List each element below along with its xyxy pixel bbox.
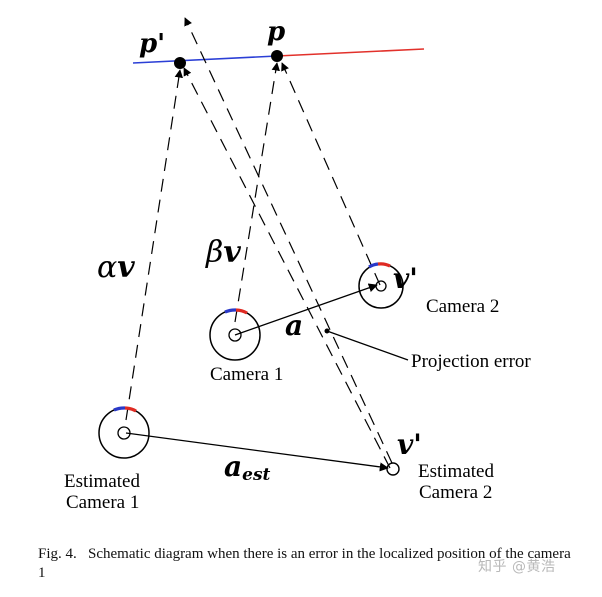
- camera2-fov-blue: [368, 262, 379, 269]
- camera2-symbol: [358, 262, 404, 309]
- image-line-blue-segment: [132, 55, 278, 64]
- estimated-camera1-outer-ring: [98, 407, 150, 459]
- label-estimated-camera2-line1: Estimated: [418, 461, 494, 482]
- estimated-camera1-fov-red: [124, 406, 137, 413]
- label-estimated-camera2-line2: Camera 2: [419, 482, 492, 503]
- image-line-red-segment: [276, 48, 425, 57]
- label-p-prime: p': [139, 29, 165, 59]
- figure-caption: Fig. 4. Schematic diagram when there is …: [38, 545, 578, 583]
- label-beta: β: [205, 235, 223, 270]
- label-camera1: Camera 1: [210, 364, 283, 385]
- label-estimated-camera1-line2: Camera 1: [66, 492, 139, 513]
- label-alpha-vector: v: [117, 250, 135, 285]
- watermark-text: 知乎 @黄浩: [478, 559, 556, 575]
- camera1-center: [228, 328, 242, 342]
- caption-text: Schematic diagram when there is an error…: [38, 546, 571, 581]
- vector-a-line: [234, 283, 378, 336]
- label-camera2: Camera 2: [426, 296, 499, 317]
- estimated-camera1-fov-blue: [113, 406, 126, 412]
- camera1-fov-red: [235, 308, 248, 315]
- ray-estimated-camera2-to-p-prime: [183, 67, 391, 469]
- point-p-dot: [271, 50, 283, 62]
- label-p: p: [267, 17, 285, 47]
- ray-camera2-to-p: [281, 62, 381, 286]
- label-alpha-v: αv: [97, 250, 135, 285]
- label-beta-vector: v: [223, 235, 241, 270]
- projection-error-leader: [326, 330, 409, 361]
- camera1-fov-blue: [224, 308, 237, 314]
- camera2-fov-red: [377, 262, 391, 268]
- label-v-prime-camera2: v': [393, 262, 418, 295]
- ray-estimated-v-prime-up: [184, 17, 393, 464]
- ray-beta-v: [234, 62, 280, 323]
- label-alpha: α: [97, 250, 117, 285]
- camera2-center: [375, 280, 387, 292]
- ray-alpha-v: [125, 69, 183, 421]
- caption-fig-label: Fig. 4.: [38, 546, 77, 562]
- vector-a-est-line: [125, 432, 389, 472]
- label-a-est-main: a: [224, 450, 242, 483]
- label-a-est-sub: est: [242, 465, 270, 485]
- label-estimated-camera1-line1: Estimated: [64, 471, 140, 492]
- label-projection-error: Projection error: [411, 351, 531, 372]
- estimated-camera1-center: [117, 426, 131, 440]
- diagram-canvas: p' p αv βv v' Camera 2 a Projection erro…: [64, 17, 531, 513]
- camera1-symbol: [209, 308, 261, 361]
- label-v-prime-estimated: v': [397, 428, 422, 461]
- point-p-prime-dot: [174, 57, 186, 69]
- estimated-camera1-symbol: [98, 406, 150, 459]
- projection-error-tick: [324, 328, 330, 334]
- label-beta-v: βv: [205, 235, 241, 270]
- label-a-est: aest: [224, 450, 271, 485]
- estimated-camera2-dot: [386, 462, 400, 476]
- label-vector-a: a: [285, 309, 303, 342]
